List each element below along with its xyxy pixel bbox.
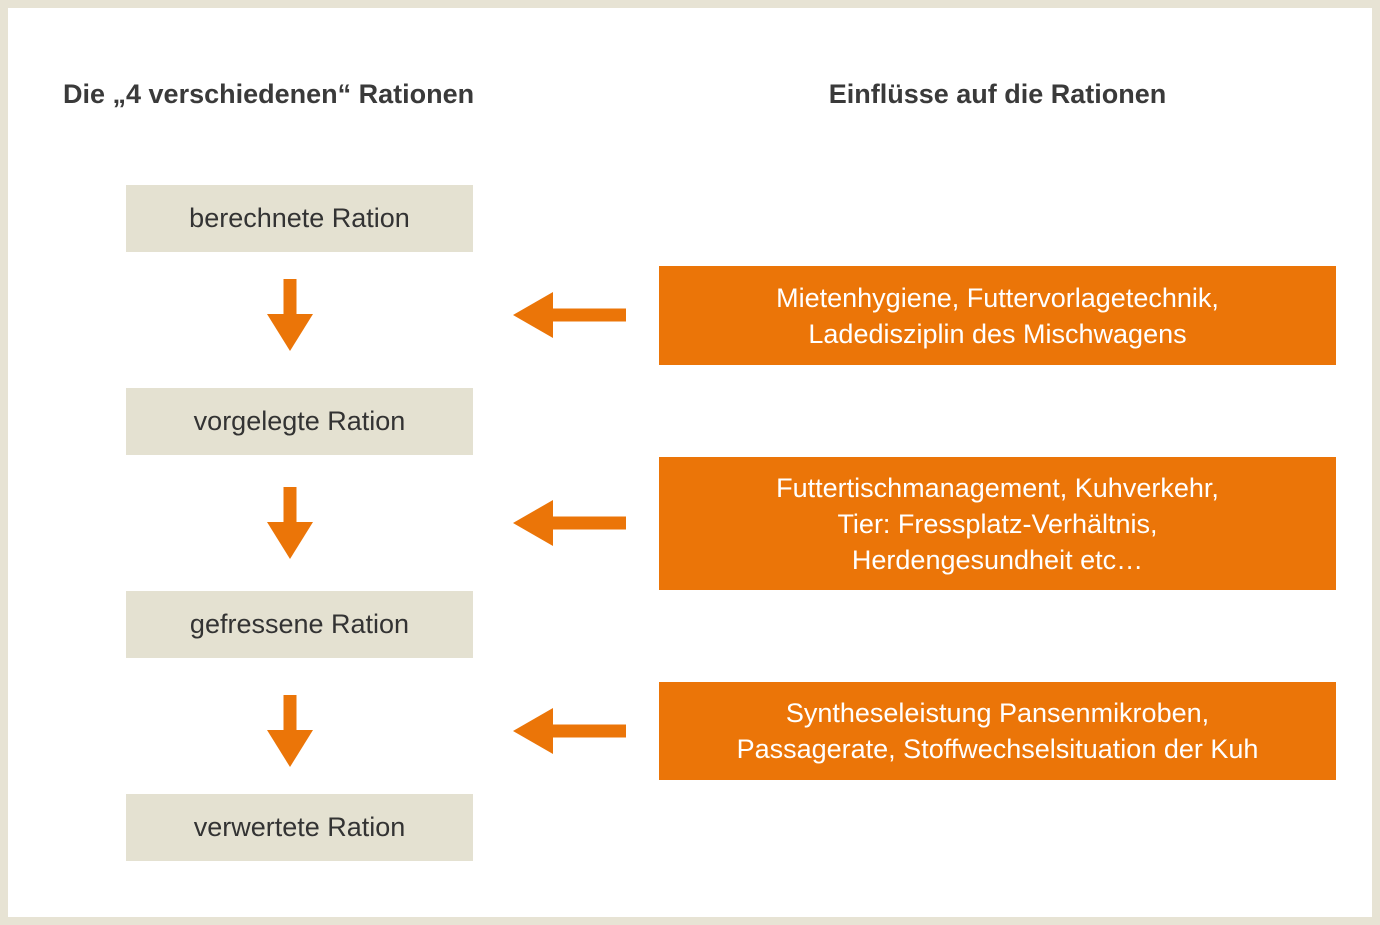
left-arrow-icon xyxy=(513,292,626,338)
ration-label: berechnete Ration xyxy=(189,203,410,233)
down-arrow-icon xyxy=(267,695,313,767)
ration-box-vorgelegt: vorgelegte Ration xyxy=(126,388,473,455)
influence-box-vorlage: Mietenhygiene, Futtervorlagetechnik, Lad… xyxy=(659,266,1336,365)
influence-text: Passagerate, Stoffwechselsituation der K… xyxy=(736,734,1259,764)
influence-text: Herdengesundheit etc… xyxy=(851,544,1144,575)
down-arrow-icon xyxy=(267,279,313,351)
ration-label: vorgelegte Ration xyxy=(193,406,406,436)
influence-text: Syntheseleistung Pansenmikroben, xyxy=(785,698,1210,728)
influence-box-verwertung: Syntheseleistung Pansenmikroben, Passage… xyxy=(659,682,1336,780)
ration-box-verwertet: verwertete Ration xyxy=(126,794,473,861)
left-arrow-icon xyxy=(513,500,626,546)
heading-rations: Die „4 verschiedenen“ Rationen xyxy=(63,79,475,109)
influence-text: Futtertischmanagement, Kuhverkehr, xyxy=(776,472,1219,503)
influence-text: Ladedisziplin des Mischwagens xyxy=(808,318,1187,349)
influence-box-futtertisch: Futtertischmanagement, Kuhverkehr, Tier:… xyxy=(659,457,1336,590)
left-arrow-icon xyxy=(513,708,626,754)
ration-label: gefressene Ration xyxy=(189,609,410,639)
influence-text: Tier: Fressplatz-Verhältnis, xyxy=(837,508,1158,539)
ration-box-gefressen: gefressene Ration xyxy=(126,591,473,658)
influence-text: Mietenhygiene, Futtervorlagetechnik, xyxy=(776,282,1219,313)
down-arrow-icon xyxy=(267,487,313,559)
ration-box-berechnet: berechnete Ration xyxy=(126,185,473,252)
heading-influences: Einflüsse auf die Rationen xyxy=(828,79,1167,109)
ration-label: verwertete Ration xyxy=(193,812,406,842)
